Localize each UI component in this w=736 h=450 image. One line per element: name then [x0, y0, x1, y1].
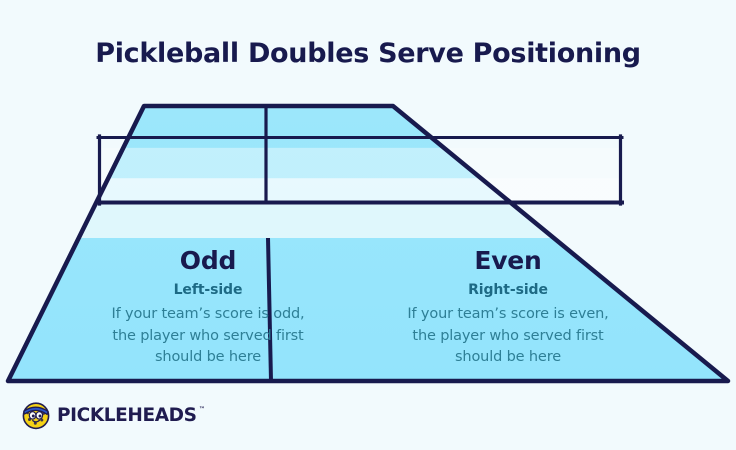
- court-outline: [5, 103, 731, 384]
- pickleball-mascot-icon: [22, 402, 50, 430]
- non-volley-zone: [8, 203, 728, 238]
- logo-trademark: ™: [198, 405, 205, 413]
- logo-wordmark: PICKLEHEADS ™: [57, 404, 205, 426]
- logo-wordmark-text: PICKLEHEADS: [57, 404, 197, 426]
- page-title: Pickleball Doubles Serve Positioning: [95, 38, 641, 69]
- pickleheads-logo[interactable]: PICKLEHEADS ™: [20, 399, 205, 431]
- center-line-near: [266, 237, 273, 382]
- court-svg: [5, 103, 731, 384]
- court-diagram: Odd Left-side If your team’s score is od…: [0, 96, 736, 391]
